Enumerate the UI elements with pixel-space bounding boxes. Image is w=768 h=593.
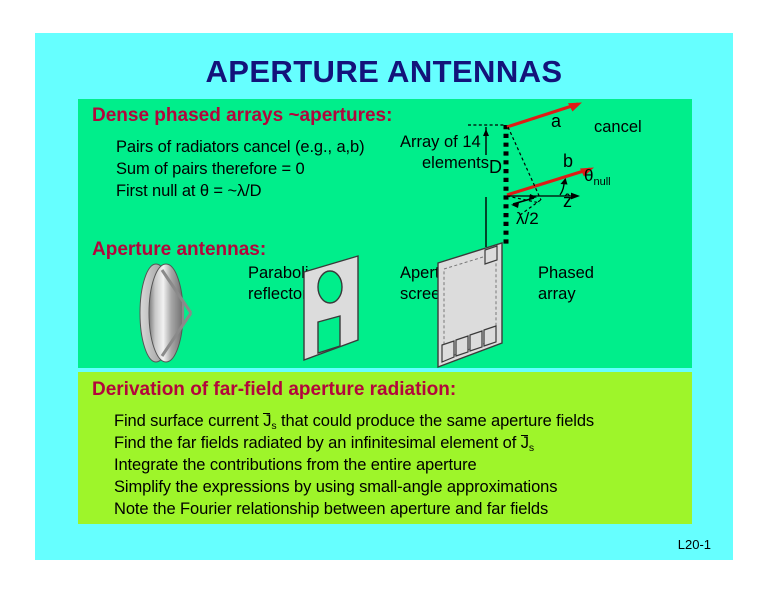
- theta-null-arrowhead: [560, 178, 568, 185]
- halfwave-guide-dashed: [519, 198, 543, 216]
- derivation-2-subscript: s: [528, 442, 535, 454]
- ray-a-arrowhead: [568, 102, 582, 112]
- page-title: APERTURE ANTENNAS: [205, 54, 563, 89]
- label-z-hat: ẑ: [563, 191, 572, 211]
- derivation-bullet-4: Simplify the expressions by using small-…: [114, 478, 558, 496]
- figure-parabolic-reflector: [126, 261, 246, 366]
- label-half-wavelength: λ/2: [516, 209, 539, 228]
- caption-phased-line2: array: [538, 285, 576, 303]
- ray-b-line: [506, 167, 591, 197]
- label-ray-a: a: [551, 111, 562, 131]
- derivation-2-pre: Find the far fields radiated by an infin…: [114, 434, 521, 452]
- array-label-line2: elements: [422, 154, 489, 172]
- label-theta-null: θnull: [584, 166, 611, 188]
- wavefront-dashed-long: [507, 126, 542, 201]
- ray-a-line: [506, 102, 579, 129]
- derivation-2-symbol: J: [520, 434, 529, 452]
- derivation-bullet-5: Note the Fourier relationship between ap…: [114, 500, 549, 518]
- derivation-1-subscript: s: [271, 420, 277, 432]
- caption-phased-array: Phased array: [538, 263, 594, 305]
- caption-parabolic-reflector: Parabolic reflector: [248, 263, 317, 305]
- caption-parabolic-line1: Parabolic: [248, 264, 317, 282]
- ray-b-arrowhead: [580, 167, 594, 177]
- phased-array-panel-section: Dense phased arrays ~apertures: Pairs of…: [78, 99, 692, 369]
- caption-screen-line2: screen: [400, 285, 450, 303]
- aperture-screen-svg: [303, 255, 359, 362]
- phased-array-svg: [437, 242, 503, 369]
- feed-strut-lower: [160, 312, 193, 357]
- theta-subscript: null: [593, 176, 611, 188]
- reflector-dish: [148, 263, 184, 363]
- theta-symbol: θ: [584, 166, 594, 185]
- slide-number: L20-1: [677, 537, 711, 552]
- z-axis-arrowhead: [571, 192, 580, 200]
- phased-bullet-1: Pairs of radiators cancel (e.g., a,b): [116, 138, 365, 156]
- slide-canvas: APERTURE ANTENNAS Dense phased arrays ~a…: [35, 33, 733, 560]
- feed-strut-upper: [160, 269, 193, 314]
- heading-derivation: Derivation of far-field aperture radiati…: [92, 379, 457, 400]
- derivation-bullet-3: Integrate the contributions from the ent…: [114, 456, 477, 474]
- derivation-bullet-1: Find surface current Js that could produ…: [114, 412, 595, 432]
- heading-aperture-antennas: Aperture antennas:: [92, 239, 267, 260]
- array-element-bottom-2: [455, 335, 469, 357]
- phased-bullet-2: Sum of pairs therefore = 0: [116, 160, 305, 178]
- derivation-1-post: that could produce the same aperture fie…: [276, 412, 595, 430]
- d-arrowhead-up: [483, 129, 489, 136]
- caption-phased-line1: Phased: [538, 264, 594, 282]
- array-diagram: Array of 14 elements D a cancel b θnull …: [400, 99, 692, 249]
- array-element-top-right: [484, 245, 498, 265]
- derivation-bullet-2: Find the far fields radiated by an infin…: [114, 434, 535, 454]
- label-cancel: cancel: [594, 118, 642, 136]
- heading-dense-phased-arrays: Dense phased arrays ~apertures:: [92, 105, 393, 126]
- screen-circular-aperture: [317, 270, 343, 304]
- derivation-panel-section: Derivation of far-field aperture radiati…: [78, 372, 692, 524]
- array-element-bottom-3: [469, 330, 483, 352]
- wavefront-dashed-short: [506, 195, 541, 204]
- phased-bullet-3: First null at θ = ~λ/D: [116, 182, 262, 200]
- derivation-1-symbol: J: [263, 412, 272, 430]
- label-ray-b: b: [563, 151, 574, 171]
- array-label-line1: Array of 14: [400, 133, 481, 151]
- figure-aperture-screen: [296, 254, 401, 366]
- halfwave-arrowhead-left: [511, 202, 519, 208]
- array-element-bottom-left: [441, 340, 455, 363]
- caption-parabolic-line2: reflector: [248, 285, 308, 303]
- array-diagram-svg: [468, 102, 594, 247]
- derivation-1-pre: Find surface current: [114, 412, 264, 430]
- label-D: D: [489, 157, 502, 177]
- figure-phased-array: [430, 241, 540, 369]
- array-element-bottom-4: [483, 325, 497, 347]
- screen-rectangular-aperture: [317, 315, 341, 354]
- parabolic-reflector-svg: [139, 263, 193, 363]
- halfwave-measure-line: [512, 197, 535, 205]
